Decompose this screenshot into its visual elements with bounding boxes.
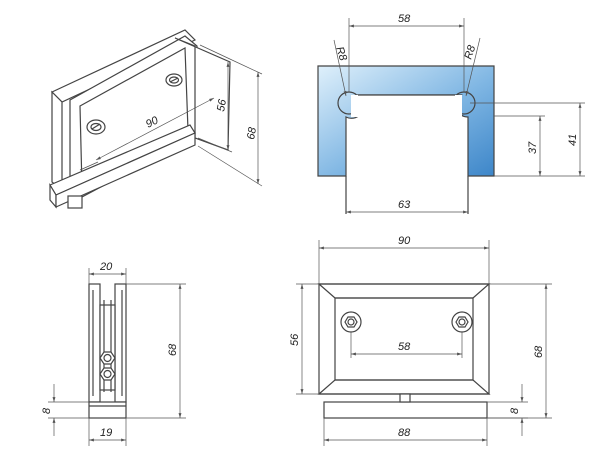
profile-dim-slot-width: 58 bbox=[398, 13, 411, 25]
side-dim-top-width: 20 bbox=[99, 261, 113, 273]
front-dim-plate-height: 56 bbox=[289, 333, 301, 346]
side-dim-height: 68 bbox=[167, 343, 179, 356]
profile-dim-radius-right: R8 bbox=[462, 43, 478, 61]
front-dim-hole-spacing: 58 bbox=[398, 341, 411, 353]
iso-screw-hole-left bbox=[86, 119, 106, 135]
front-dim-width: 90 bbox=[398, 235, 411, 247]
front-view: 90 56 58 68 8 88 bbox=[289, 235, 552, 446]
iso-dim-total-height: 68 bbox=[245, 126, 259, 141]
front-dim-total-height: 68 bbox=[533, 345, 545, 358]
front-base bbox=[323, 401, 488, 419]
front-screw-hole-left bbox=[340, 311, 362, 333]
iso-dim-inner-height: 56 bbox=[215, 98, 229, 113]
side-hex-nut-upper bbox=[99, 351, 116, 365]
profile-dim-radius-left: R8 bbox=[333, 45, 349, 63]
side-dim-base-height: 8 bbox=[41, 407, 53, 414]
front-inner-plate bbox=[334, 297, 474, 381]
profile-dim-base-width: 63 bbox=[398, 199, 411, 211]
front-outer-plate bbox=[318, 283, 490, 395]
side-right-plate bbox=[114, 283, 127, 403]
profile-view: 58 R8 R8 63 37 41 bbox=[317, 13, 585, 214]
side-left-plate bbox=[88, 283, 101, 403]
profile-dim-slot-depth: 37 bbox=[527, 141, 539, 154]
front-screw-hole-right bbox=[451, 311, 473, 333]
front-dim-base-width: 88 bbox=[398, 427, 411, 439]
profile-dim-total-depth: 41 bbox=[567, 134, 579, 146]
isometric-view: 90 56 68 bbox=[49, 29, 263, 209]
front-dim-base-height: 8 bbox=[509, 407, 521, 414]
profile-cutout-shape bbox=[317, 65, 495, 177]
side-hex-nut-lower bbox=[99, 367, 116, 381]
side-view: 20 68 8 19 bbox=[41, 261, 186, 446]
side-dim-base-width: 19 bbox=[100, 427, 112, 439]
iso-screw-hole-right bbox=[165, 73, 183, 87]
side-base bbox=[88, 401, 127, 419]
